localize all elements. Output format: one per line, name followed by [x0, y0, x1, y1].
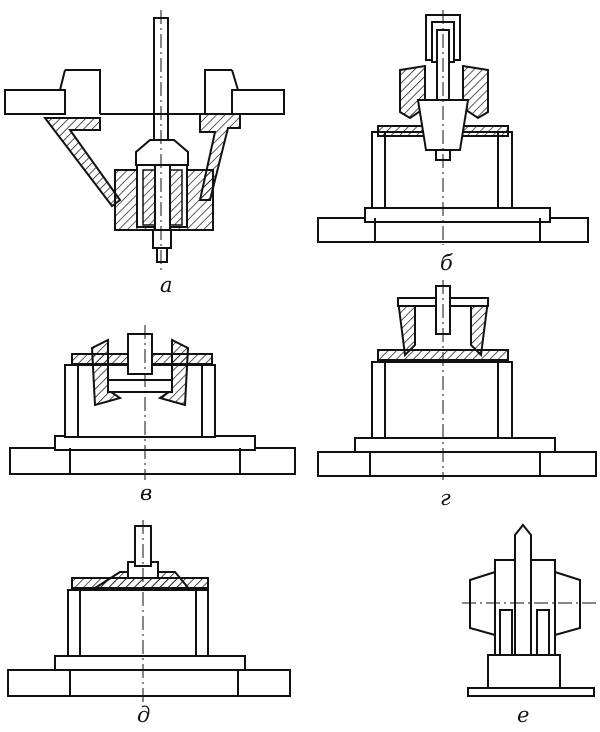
die-body [67, 589, 209, 657]
lower-stem [152, 229, 172, 249]
die-body [64, 364, 216, 438]
collet-cone [135, 139, 189, 166]
mandrel [514, 523, 532, 656]
panel-label-v: в [140, 481, 152, 505]
base-plate [9, 447, 296, 475]
panel-label-e: е [517, 703, 529, 727]
left-arm [4, 89, 66, 115]
housing-left-wall [42, 117, 122, 208]
base-plate [467, 687, 595, 697]
panel-a: а [4, 10, 285, 297]
base-plate [317, 451, 597, 477]
panel-label-g: г [440, 486, 451, 510]
panel-b: б [317, 10, 589, 275]
panel-g: г [317, 280, 597, 510]
base-plate [7, 669, 291, 697]
frame-top [65, 69, 232, 114]
panel-d: д [7, 520, 291, 727]
panel-label-b: б [440, 251, 453, 275]
punch [127, 333, 153, 375]
panel-v: в [9, 325, 296, 505]
right-arm [231, 89, 285, 115]
panel-label-a: а [160, 273, 173, 297]
panel-e: е [462, 523, 596, 727]
die-body [371, 361, 513, 439]
panel-label-d: д [137, 703, 150, 727]
